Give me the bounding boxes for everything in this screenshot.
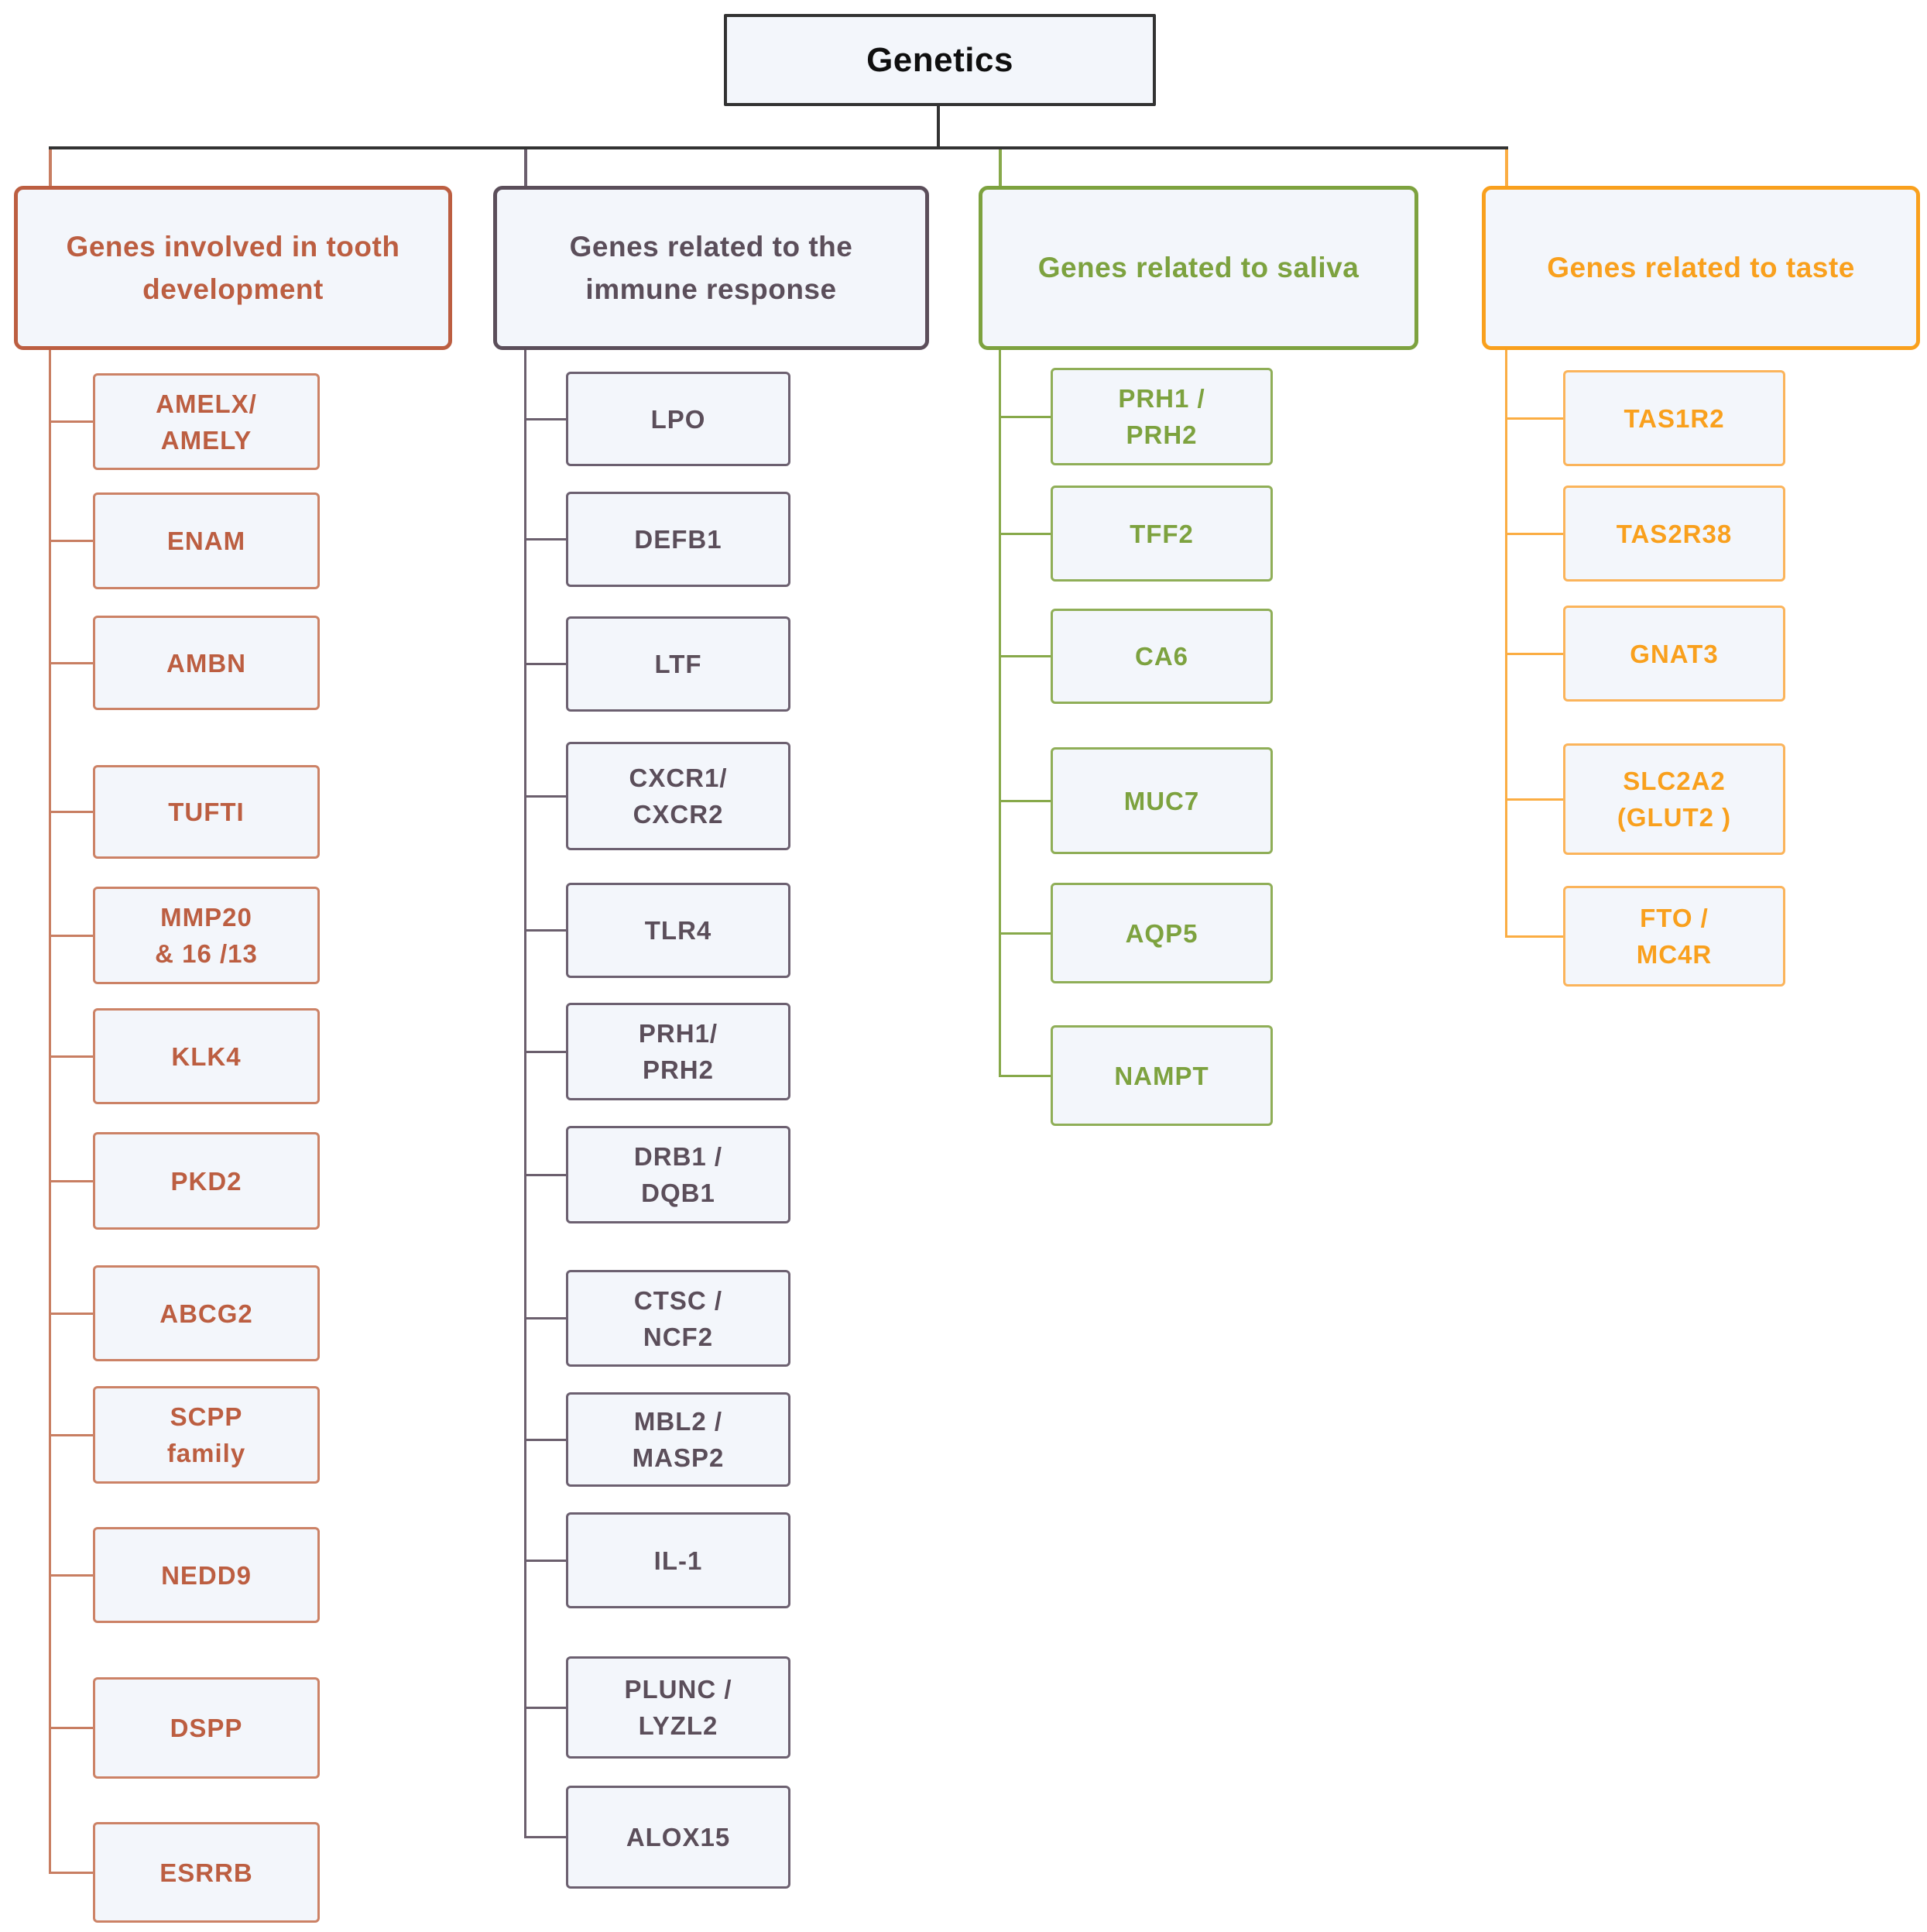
- branch-connector: [524, 1317, 566, 1319]
- gene-node-tlr4: TLR4: [566, 883, 790, 978]
- branch-connector: [524, 538, 566, 540]
- gene-node-tufti: TUFTI: [93, 765, 320, 859]
- branch-connector: [49, 1312, 93, 1315]
- gene-node-cxcr1-cxcr2: CXCR1/ CXCR2: [566, 742, 790, 850]
- category-tooth-development: Genes involved in tooth development: [14, 186, 452, 350]
- gene-node-tas2r38: TAS2R38: [1563, 486, 1785, 582]
- gene-node-tff2: TFF2: [1051, 486, 1273, 582]
- category-immune-response: Genes related to the immune response: [493, 186, 929, 350]
- drop-connector-saliva: [999, 149, 1002, 186]
- gene-node-esrrb: ESRRB: [93, 1822, 320, 1923]
- gene-node-ltf: LTF: [566, 616, 790, 712]
- gene-node-mmp20: MMP20 & 16 /13: [93, 887, 320, 984]
- branch-connector: [999, 655, 1051, 657]
- branch-connector: [524, 663, 566, 665]
- branch-connector: [524, 1836, 566, 1838]
- drop-connector-tooth: [49, 149, 52, 186]
- branch-connector: [49, 1179, 93, 1182]
- gene-node-ca6: CA6: [1051, 609, 1273, 704]
- branch-connector: [524, 1559, 566, 1562]
- branch-connector: [999, 532, 1051, 535]
- gene-node-tas1r2: TAS1R2: [1563, 370, 1785, 466]
- gene-node-muc7: MUC7: [1051, 747, 1273, 854]
- gene-node-aqp5: AQP5: [1051, 883, 1273, 983]
- trunk-connector: [524, 350, 526, 1838]
- trunk-connector: [1505, 350, 1507, 936]
- drop-connector-immune: [524, 149, 527, 186]
- gene-node-amelx-amely: AMELX/ AMELY: [93, 373, 320, 470]
- root-node-genetics: Genetics: [724, 14, 1156, 106]
- gene-node-abcg2: ABCG2: [93, 1265, 320, 1361]
- gene-node-plunc-lyzl2: PLUNC / LYZL2: [566, 1656, 790, 1759]
- drop-connector-taste: [1505, 149, 1508, 186]
- branch-connector: [49, 1573, 93, 1577]
- gene-node-gnat3: GNAT3: [1563, 606, 1785, 702]
- category-taste: Genes related to taste: [1482, 186, 1920, 350]
- gene-node-lpo: LPO: [566, 372, 790, 466]
- gene-node-fto-mc4r: FTO / MC4R: [1563, 886, 1785, 987]
- branch-connector: [999, 415, 1051, 418]
- category-saliva: Genes related to saliva: [979, 186, 1418, 350]
- branch-connector: [1505, 935, 1563, 938]
- trunk-connector: [999, 350, 1001, 1076]
- gene-node-drb1-dqb1: DRB1 / DQB1: [566, 1126, 790, 1223]
- gene-node-pkd2: PKD2: [93, 1132, 320, 1230]
- branch-connector: [49, 661, 93, 664]
- branch-connector: [1505, 652, 1563, 655]
- root-stem-connector: [937, 106, 940, 149]
- branch-connector: [49, 1055, 93, 1058]
- branch-connector: [49, 420, 93, 423]
- branch-connector: [524, 1438, 566, 1441]
- gene-node-nampt: NAMPT: [1051, 1025, 1273, 1126]
- gene-node-ctsc-ncf2: CTSC / NCF2: [566, 1270, 790, 1367]
- gene-node-ambn: AMBN: [93, 616, 320, 710]
- gene-node-defb1: DEFB1: [566, 492, 790, 587]
- branch-connector: [524, 929, 566, 932]
- branch-connector: [49, 1871, 93, 1874]
- branch-connector: [524, 1050, 566, 1053]
- branch-connector: [999, 799, 1051, 802]
- trunk-connector: [49, 350, 51, 1872]
- gene-node-scpp-family: SCPP family: [93, 1386, 320, 1484]
- branch-connector: [999, 932, 1051, 935]
- gene-node-alox15: ALOX15: [566, 1786, 790, 1889]
- gene-node-prh1-prh2-saliva: PRH1 / PRH2: [1051, 368, 1273, 465]
- branch-connector: [49, 811, 93, 813]
- branch-connector: [1505, 417, 1563, 420]
- branch-connector: [999, 1074, 1051, 1077]
- gene-node-mbl2-masp2: MBL2 / MASP2: [566, 1392, 790, 1487]
- gene-node-dspp: DSPP: [93, 1677, 320, 1779]
- branch-connector: [524, 417, 566, 420]
- gene-node-nedd9: NEDD9: [93, 1527, 320, 1623]
- branch-connector: [524, 1173, 566, 1176]
- branch-connector: [49, 540, 93, 542]
- branch-connector: [49, 1727, 93, 1729]
- branch-connector: [1505, 798, 1563, 801]
- branch-connector: [49, 1433, 93, 1436]
- gene-node-klk4: KLK4: [93, 1008, 320, 1104]
- gene-node-il1: IL-1: [566, 1512, 790, 1608]
- gene-node-prh1-prh2-immune: PRH1/ PRH2: [566, 1003, 790, 1100]
- branch-connector: [524, 794, 566, 798]
- gene-node-slc2a2-glut2: SLC2A2 (GLUT2 ): [1563, 743, 1785, 855]
- top-horizontal-connector: [49, 146, 1508, 149]
- branch-connector: [1505, 532, 1563, 535]
- branch-connector: [524, 1706, 566, 1709]
- gene-node-enam: ENAM: [93, 492, 320, 589]
- branch-connector: [49, 934, 93, 937]
